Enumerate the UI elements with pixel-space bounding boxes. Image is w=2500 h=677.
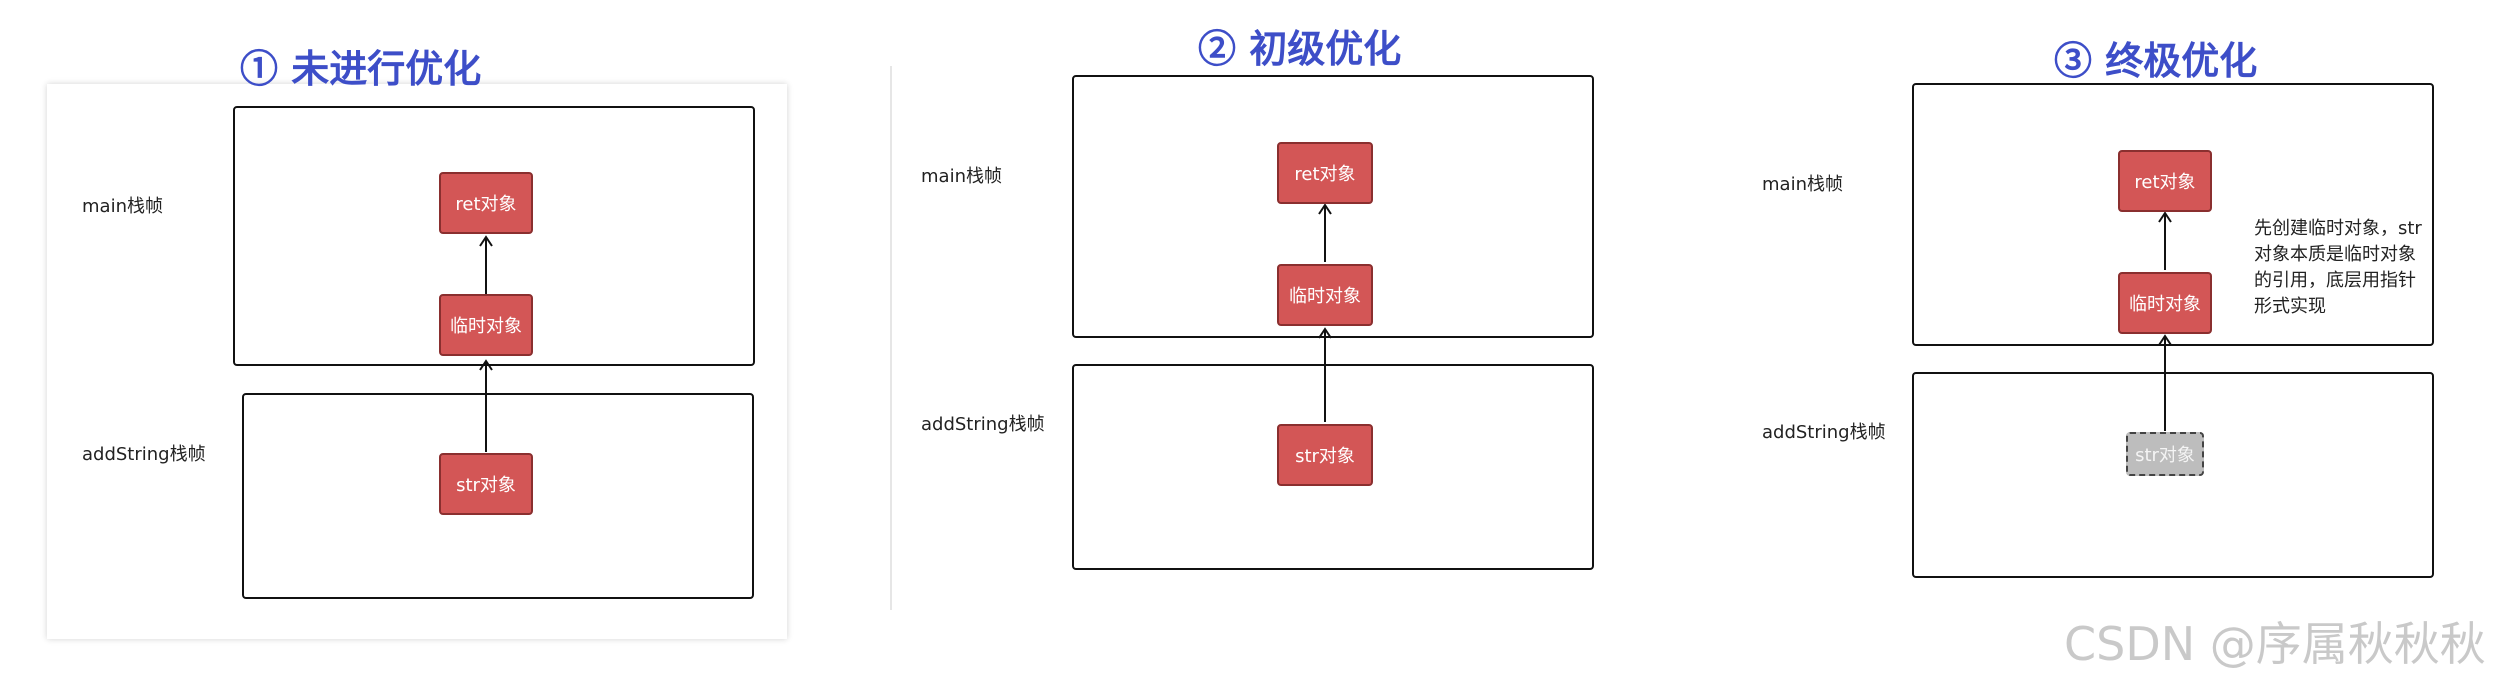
main-stack-frame — [233, 106, 755, 366]
main-frame-label: main栈帧 — [1762, 174, 1843, 195]
addstring-stack-frame — [1912, 372, 2434, 578]
arrow-temp-to-ret — [1318, 203, 1332, 262]
temp-object: 临时对象 — [2118, 272, 2212, 334]
str-object: str对象 — [439, 453, 533, 515]
ret-object: ret对象 — [2118, 150, 2212, 212]
temp-object: 临时对象 — [439, 294, 533, 356]
addstring-frame-label: addString栈帧 — [921, 414, 1045, 435]
str-object-reference: str对象 — [2126, 432, 2204, 476]
addstring-stack-frame — [1072, 364, 1594, 570]
panel-background — [47, 84, 787, 639]
arrow-str-to-temp — [1318, 327, 1332, 422]
temp-object: 临时对象 — [1277, 264, 1373, 326]
arrow-temp-to-ret — [479, 235, 493, 294]
arrow-temp-to-ret — [2158, 211, 2172, 270]
str-object: str对象 — [1277, 424, 1373, 486]
addstring-frame-label: addString栈帧 — [1762, 422, 1886, 443]
arrow-str-to-temp — [2158, 334, 2172, 431]
ret-object: ret对象 — [439, 172, 533, 234]
main-frame-label: main栈帧 — [921, 166, 1002, 187]
addstring-stack-frame — [242, 393, 754, 599]
main-frame-label: main栈帧 — [82, 196, 163, 217]
ret-object: ret对象 — [1277, 142, 1373, 204]
arrow-str-to-temp — [479, 359, 493, 452]
panel-title: ② 初级优化 — [1198, 26, 1402, 71]
main-stack-frame — [1912, 83, 2434, 346]
watermark: CSDN @序属秋秋秋 — [2064, 617, 2486, 671]
panel-background — [890, 66, 1632, 610]
main-stack-frame — [1072, 75, 1594, 338]
annotation-note: 先创建临时对象，str对象本质是临时对象的引用，底层用指针形式实现 — [2254, 218, 2422, 317]
panel-title: ③ 终极优化 — [2054, 38, 2258, 83]
addstring-frame-label: addString栈帧 — [82, 444, 206, 465]
panel-title: ① 未进行优化 — [240, 46, 482, 91]
